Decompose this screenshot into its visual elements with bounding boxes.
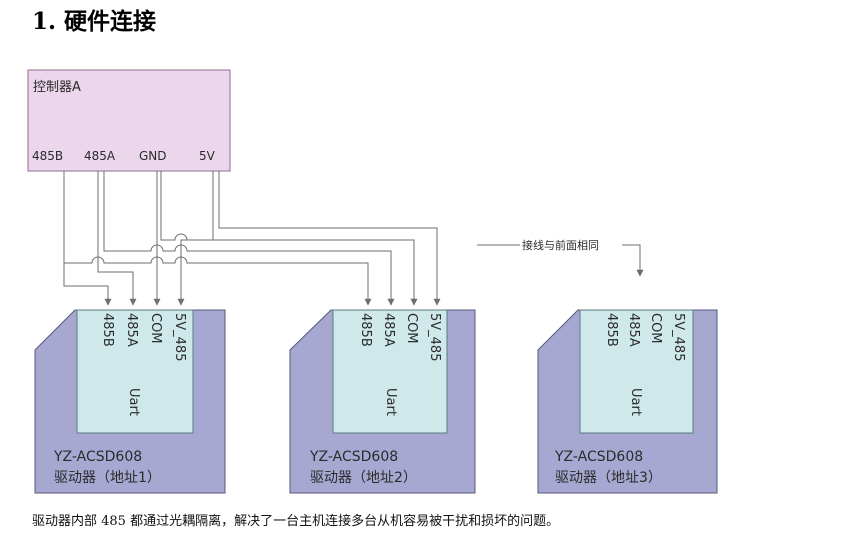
driver-1-name: 驱动器（地址1） xyxy=(54,470,161,486)
driver-3-pin-485a: 485A xyxy=(626,313,641,347)
wire-5v-driver1 xyxy=(177,171,214,306)
driver-2-name: 驱动器（地址2） xyxy=(310,470,417,486)
driver-1-pin-5v485: 5V_485 xyxy=(172,313,187,361)
controller-pin-gnd: GND xyxy=(139,149,167,163)
driver-1-uart-port xyxy=(76,309,194,434)
driver-1-pin-485a: 485A xyxy=(124,313,139,347)
driver-1: 485B 485A COM 5V_485 Uart YZ-ACSD608 驱动器… xyxy=(34,309,226,494)
note-arrow xyxy=(622,244,644,277)
driver-2-pin-com: COM xyxy=(404,313,419,344)
driver-3-uart-label: Uart xyxy=(628,388,643,416)
driver-3: 485B 485A COM 5V_485 Uart YZ-ACSD608 驱动器… xyxy=(537,309,718,494)
driver-1-uart-label: Uart xyxy=(126,388,141,416)
driver-3-pin-5v485: 5V_485 xyxy=(671,313,686,361)
driver-3-name: 驱动器（地址3） xyxy=(555,470,662,486)
wire-485a-driver1 xyxy=(97,171,137,306)
caption-text: 驱动器内部 485 都通过光耦隔离，解决了一台主机连接多台从机容易被干扰和损坏的… xyxy=(32,514,560,529)
note-label: 接线与前面相同 xyxy=(522,238,599,252)
driver-1-pin-com: COM xyxy=(148,313,163,344)
wire-group: 接线与前面相同 xyxy=(63,171,644,306)
controller-pin-485b: 485B xyxy=(32,149,63,163)
controller-pin-485a: 485A xyxy=(84,149,116,163)
page-heading: 1. 硬件连接 xyxy=(32,8,157,35)
driver-2-uart-label: Uart xyxy=(383,388,398,416)
driver-2-pin-5v485: 5V_485 xyxy=(427,313,442,361)
controller-title: 控制器A xyxy=(33,80,81,95)
driver-2-pin-485b: 485B xyxy=(358,313,373,347)
driver-3-model: YZ-ACSD608 xyxy=(554,449,643,465)
driver-2: 485B 485A COM 5V_485 Uart YZ-ACSD608 驱动器… xyxy=(289,309,476,494)
driver-2-model: YZ-ACSD608 xyxy=(309,449,398,465)
controller-box xyxy=(27,69,231,172)
controller-pin-5v: 5V xyxy=(199,149,216,163)
driver-3-pin-com: COM xyxy=(648,313,663,344)
driver-1-pin-485b: 485B xyxy=(100,313,115,347)
wire-5v-driver2 xyxy=(218,171,441,306)
controller-a: 控制器A 485B 485A GND 5V xyxy=(27,69,231,172)
wire-485a-driver2 xyxy=(103,171,395,306)
wire-485b-driver1 xyxy=(63,171,112,306)
driver-1-model: YZ-ACSD608 xyxy=(53,449,142,465)
driver-2-pin-485a: 485A xyxy=(381,313,396,347)
driver-3-pin-485b: 485B xyxy=(604,313,619,347)
driver-2-uart-port xyxy=(332,309,448,434)
driver-3-uart-port xyxy=(579,309,694,434)
wire-485b-driver2 xyxy=(63,171,372,306)
wiring-diagram: 控制器A 485B 485A GND 5V 接线与前面相同 485B 485A … xyxy=(27,69,718,494)
wire-gnd-driver2 xyxy=(160,171,418,306)
